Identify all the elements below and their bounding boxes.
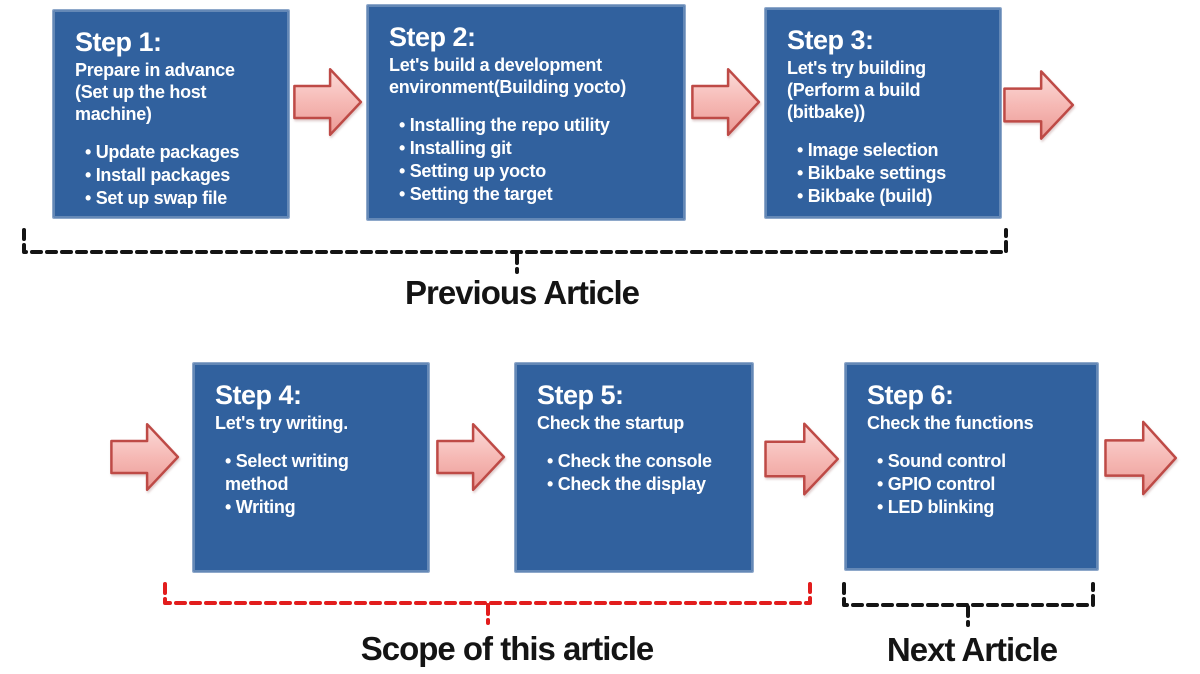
bullet-item: Set up swap file xyxy=(85,187,273,210)
bullet-item: Select writing method xyxy=(225,450,413,496)
bullet-item: Update packages xyxy=(85,141,273,164)
step-subtitle: Prepare in advance(Set up the host machi… xyxy=(75,59,273,125)
step-bullets: Image selectionBikbake settingsBikbake (… xyxy=(787,139,985,208)
right-arrow-icon xyxy=(110,417,180,497)
step-box-5: Step 5: Check the startup Check the cons… xyxy=(514,362,754,573)
bullet-item: Installing the repo utility xyxy=(399,114,669,137)
step-bullets: Installing the repo utilityInstalling gi… xyxy=(389,114,669,206)
step-title: Step 2: xyxy=(389,22,476,52)
step-title: Step 6: xyxy=(867,380,954,410)
step-subtitle-line: environment(Building yocto) xyxy=(389,77,626,98)
step-bullets: Sound controlGPIO controlLED blinking xyxy=(867,450,1082,519)
step-subtitle: Check the functions xyxy=(867,412,1082,434)
bullet-item: Image selection xyxy=(797,139,985,162)
previous-article-bracket xyxy=(22,228,1008,254)
step-bullets: Check the consoleCheck the display xyxy=(537,450,737,496)
next-article-bracket xyxy=(842,582,1095,607)
step-box-1: Step 1: Prepare in advance(Set up the ho… xyxy=(52,9,290,219)
step-subtitle-line: (Perform a build (bitbake)) xyxy=(787,80,921,123)
right-arrow-icon xyxy=(436,417,506,497)
right-arrow-icon xyxy=(1003,64,1075,146)
bullet-item: Installing git xyxy=(399,137,669,160)
step-bullets: Select writing methodWriting xyxy=(215,450,413,519)
right-arrow-icon xyxy=(293,62,363,142)
step-box-4: Step 4: Let's try writing. Select writin… xyxy=(192,362,430,573)
step-subtitle-line: Let's try writing. xyxy=(215,413,348,434)
step-subtitle-line: Check the startup xyxy=(537,413,684,434)
step-subtitle: Let's try writing. xyxy=(215,412,413,434)
bullet-item: Setting the target xyxy=(399,183,669,206)
step-subtitle-line: Let's build a development xyxy=(389,55,602,76)
bullet-item: Install packages xyxy=(85,164,273,187)
step-subtitle-line: Prepare in advance xyxy=(75,60,235,81)
bullet-item: Setting up yocto xyxy=(399,160,669,183)
step-title: Step 1: xyxy=(75,27,162,57)
step-box-6: Step 6: Check the functions Sound contro… xyxy=(844,362,1099,571)
bullet-item: GPIO control xyxy=(877,473,1082,496)
step-title: Step 4: xyxy=(215,380,302,410)
scope-bracket xyxy=(163,582,812,605)
step-subtitle: Let's try building(Perform a build (bitb… xyxy=(787,57,985,123)
right-arrow-icon xyxy=(764,416,840,502)
bullet-item: Writing xyxy=(225,496,413,519)
step-subtitle-line: (Set up the host machine) xyxy=(75,82,207,125)
right-arrow-icon xyxy=(1104,414,1178,502)
step-subtitle-line: Check the functions xyxy=(867,413,1034,434)
bullet-item: Check the display xyxy=(547,473,737,496)
previous-article-label: Previous Article xyxy=(404,274,640,311)
next-article-label: Next Article xyxy=(886,631,1058,668)
step-box-3: Step 3: Let's try building(Perform a bui… xyxy=(764,7,1002,219)
step-subtitle-line: Let's try building xyxy=(787,58,926,79)
bullet-item: Sound control xyxy=(877,450,1082,473)
bullet-item: LED blinking xyxy=(877,496,1082,519)
step-subtitle: Check the startup xyxy=(537,412,737,434)
step-title: Step 3: xyxy=(787,25,874,55)
bullet-item: Bikbake (build) xyxy=(797,185,985,208)
bullet-item: Bikbake settings xyxy=(797,162,985,185)
bullet-item: Check the console xyxy=(547,450,737,473)
right-arrow-icon xyxy=(691,62,761,142)
step-title: Step 5: xyxy=(537,380,624,410)
scope-of-article-label: Scope of this article xyxy=(360,630,655,667)
step-bullets: Update packagesInstall packagesSet up sw… xyxy=(75,141,273,210)
